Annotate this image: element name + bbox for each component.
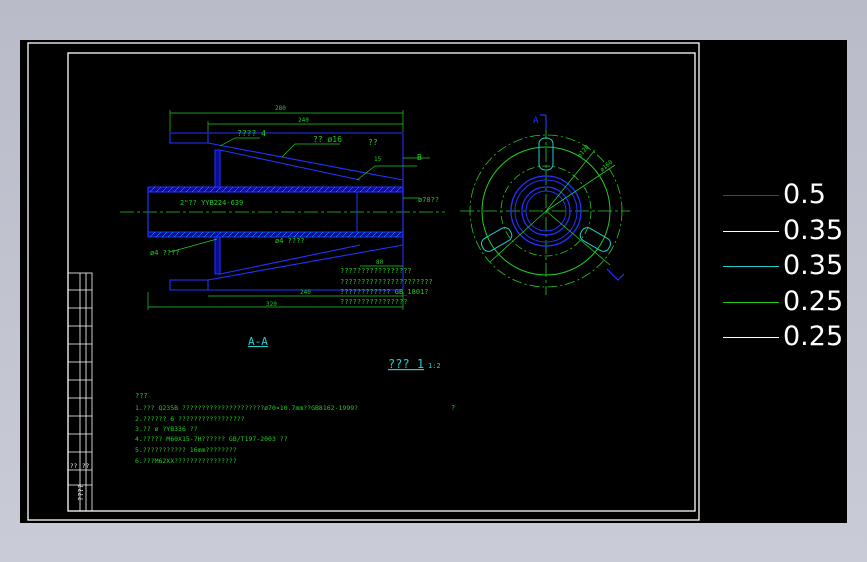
dim-right-small: 15 (374, 156, 382, 163)
end-view: A ø120 ø160 (460, 114, 630, 295)
label-dia70: ø70?? (418, 196, 439, 204)
tech-item-4: 4.????? M60X15-7H?????? GB/T197-2003 ?? (135, 435, 288, 443)
lineweight-swatch (723, 230, 779, 232)
label-pipe-spec: 2"?? YYB224-639 (180, 199, 243, 207)
flange-circle (510, 175, 582, 247)
lineweight-label: 0.25 (783, 321, 844, 352)
rod-upper-stub (169, 132, 209, 144)
label-thk4-left: ø4 ???? (150, 249, 180, 257)
title-block-b: ?? (82, 463, 90, 470)
tech-note-far: ? (451, 404, 455, 412)
lineweight-row: 0.35 (723, 214, 843, 250)
tech-item-6: 6.???M62XX???????????????? (135, 457, 237, 465)
drawing-svg: ???? ?? ?? (27, 42, 700, 521)
pitch-circle-outer (469, 134, 623, 288)
view-title: ??? 1 (388, 357, 424, 371)
dim-right-step: 80 (376, 259, 384, 266)
section-label: A-A (248, 335, 268, 348)
notes-line-3: ???????????? GB_1801? (340, 288, 429, 296)
lineweight-swatch (723, 301, 779, 303)
outer-frame (27, 42, 700, 521)
lineweight-swatch (723, 337, 779, 338)
tech-title: ??? (135, 392, 148, 400)
notes-line-1: ????????????????? (340, 267, 412, 275)
label-ref-b: B (417, 153, 422, 162)
section-view: 280 240 240 320 80 15 ???? 4 ?? ø16 ?? B… (120, 105, 445, 348)
lineweight-label: 0.25 (783, 285, 844, 317)
end-ref-a: A (533, 116, 539, 126)
label-weld: ?? (368, 138, 378, 147)
lineweight-row: 0.25 (723, 285, 843, 321)
lineweight-row: 0.5 (723, 178, 843, 214)
plate-top (214, 149, 221, 188)
lineweight-label: 0.35 (783, 214, 844, 246)
drawing-canvas[interactable]: ???? ?? ?? (20, 40, 847, 523)
end-dim-b: ø160 (599, 159, 615, 174)
label-tube-dia: ?? ø16 (313, 135, 342, 144)
title-block-label: ???? (77, 484, 85, 501)
dim-overall-top: 280 (275, 105, 286, 112)
end-dim-a: ø120 (576, 143, 591, 159)
dim-bottom-overall: 320 (266, 301, 277, 308)
tech-item-2: 2.?????? 6 ????????????????? (135, 415, 245, 423)
lineweight-label: 0.35 (783, 250, 844, 281)
plate-bottom (214, 236, 221, 275)
view-scale: 1:2 (428, 362, 441, 370)
pipe-wall-top (147, 186, 404, 193)
lineweight-swatch (723, 195, 779, 196)
title-block (67, 272, 93, 512)
title-block-a: ?? (70, 463, 78, 470)
lineweight-row: 0.25 (723, 320, 843, 356)
lineweight-label: 0.5 (783, 179, 826, 210)
label-thk4-mid: ø4 ???? (275, 237, 305, 245)
tech-requirements: ??? 1.??? Q235B ?????????????????????ø70… (135, 392, 455, 465)
rod-lower-stub (169, 279, 209, 291)
lineweight-row: 0.35 (723, 249, 843, 285)
notes-line-2: ?????????????????????? (340, 278, 433, 286)
dim-upper-inner: 240 (298, 117, 309, 124)
tech-item-3: 3.?? ø ?YB336 ?? (135, 425, 198, 433)
outer-circle (481, 146, 611, 276)
tech-item-5: 5.??????????? 16mm???????? (135, 446, 237, 454)
lineweight-legend: 0.5 0.35 0.35 0.25 0.25 (723, 178, 843, 356)
lineweight-swatch (723, 266, 779, 267)
tech-item-1: 1.??? Q235B ?????????????????????ø70×10.… (135, 404, 358, 412)
label-plate4: ???? 4 (237, 129, 266, 138)
dim-lower-inner: 240 (300, 289, 311, 296)
pitch-circle-inner (500, 165, 592, 257)
notes-line-4: ???????????????? (340, 298, 407, 306)
